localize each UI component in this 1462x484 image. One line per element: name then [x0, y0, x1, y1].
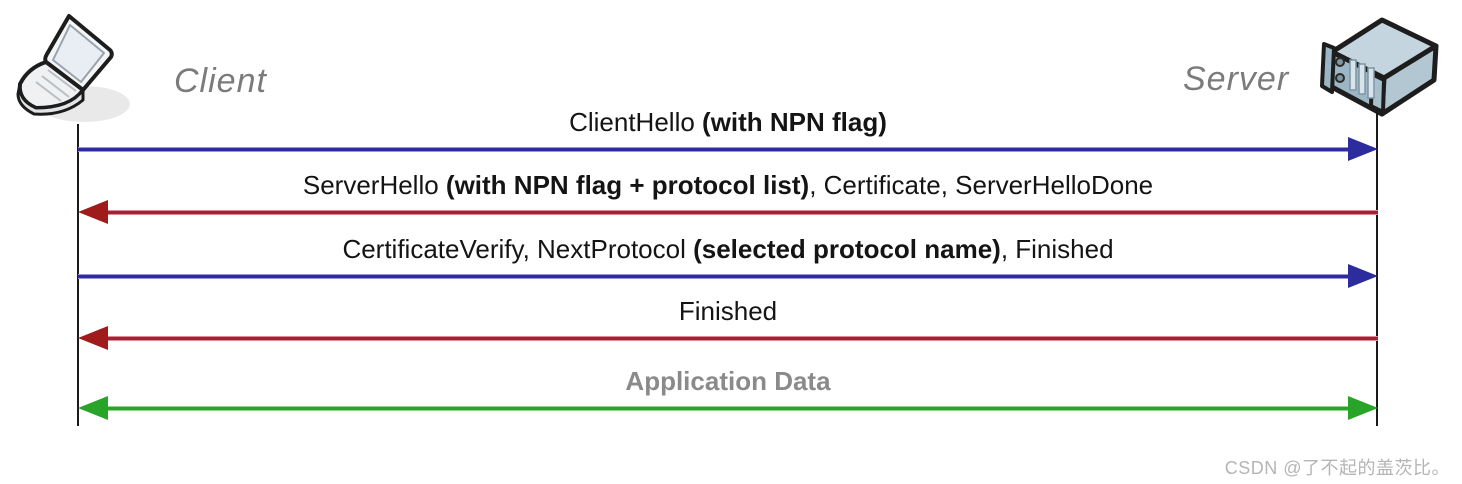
message-label-part: CertificateVerify, NextProtocol [342, 234, 694, 264]
arrow-line [78, 274, 1350, 279]
message-row: ServerHello (with NPN flag + protocol li… [78, 170, 1378, 226]
server-icon [1310, 8, 1448, 131]
arrow-line [106, 406, 1350, 411]
message-label-part: ServerHello [302, 170, 446, 200]
message-label: CertificateVerify, NextProtocol (selecte… [78, 234, 1378, 270]
message-row: Application Data [78, 366, 1378, 422]
arrowhead-right [1348, 137, 1378, 161]
message-label-bold-part: (selected protocol name) [693, 234, 1001, 264]
arrowhead-left [78, 396, 108, 420]
arrowhead-left [78, 200, 108, 224]
arrowhead-left [78, 326, 108, 350]
message-label-part: ClientHello [569, 107, 703, 137]
message-label-bold-part: (with NPN flag) [702, 107, 887, 137]
message-label-part: , Certificate, ServerHelloDone [809, 170, 1154, 200]
message-label: ServerHello (with NPN flag + protocol li… [78, 170, 1378, 206]
message-label: Application Data [78, 366, 1378, 402]
arrowhead-right [1348, 396, 1378, 420]
message-row: Finished [78, 296, 1378, 352]
arrowhead-right [1348, 264, 1378, 288]
laptop-icon [6, 4, 142, 135]
message-label-bold-part: Application Data [625, 366, 831, 396]
watermark: CSDN @了不起的盖茨比。 [1224, 458, 1450, 478]
message-label-part: , Finished [1000, 234, 1114, 264]
message-label: ClientHello (with NPN flag) [78, 107, 1378, 143]
message-row: CertificateVerify, NextProtocol (selecte… [78, 234, 1378, 290]
message-row: ClientHello (with NPN flag) [78, 107, 1378, 163]
message-label: Finished [78, 296, 1378, 332]
client-actor-label: Client [174, 62, 267, 100]
arrow-line [106, 210, 1378, 215]
server-actor-label: Server [1183, 60, 1290, 98]
arrow-line [106, 336, 1378, 341]
arrow-line [78, 147, 1350, 152]
message-label-part: Finished [678, 296, 778, 326]
message-label-bold-part: (with NPN flag + protocol list) [445, 170, 810, 200]
